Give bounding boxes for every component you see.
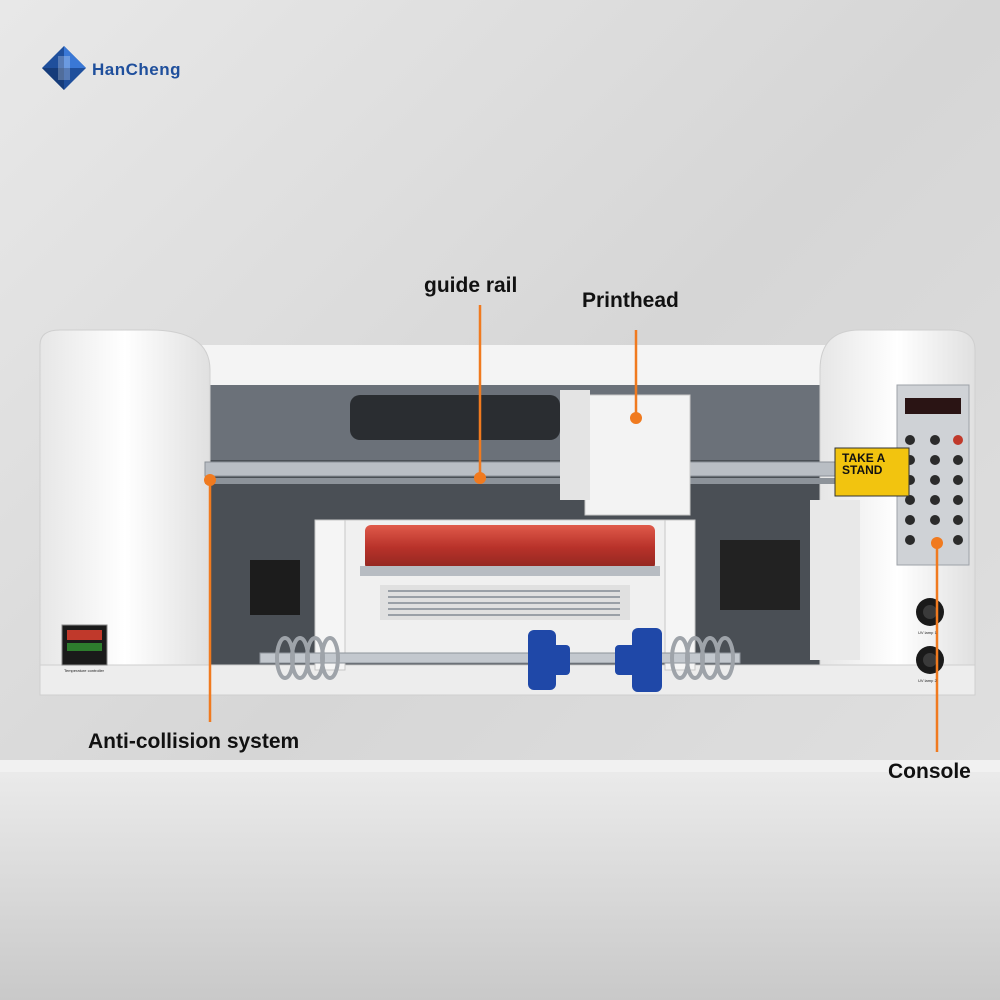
- roller-bar: [360, 566, 660, 576]
- floor: [0, 760, 1000, 1000]
- callout-dots: [204, 412, 943, 549]
- uv-lamp-2-label: UV lamp 2: [918, 678, 937, 683]
- right-motor: [720, 540, 800, 610]
- left-spindle-knob: [528, 630, 570, 690]
- right-bracket: [664, 519, 696, 671]
- floor-highlight: [0, 760, 1000, 772]
- red-roller: [365, 525, 655, 570]
- callout-lines: [208, 305, 939, 752]
- printhead-dot: [630, 412, 642, 424]
- temperature-controller: [61, 624, 108, 666]
- console-label: Console: [888, 760, 971, 783]
- top-cover: [130, 345, 870, 385]
- guide-rail-lower: [205, 478, 835, 484]
- uv-lamp-dial-2: [916, 646, 944, 674]
- guide-rail: [204, 461, 836, 477]
- sticker-text: TAKE A STAND: [842, 451, 886, 477]
- brand-logo-text: HanCheng: [92, 60, 181, 79]
- interior-window: [350, 395, 560, 440]
- uv-lamp-1-label: UV lamp 1: [918, 630, 937, 635]
- uv-lamp-dial-1: [916, 598, 944, 626]
- left-bracket: [314, 519, 346, 671]
- right-spindle-knob: [615, 628, 662, 692]
- machine-base: [39, 664, 976, 696]
- temperature-controller-label: Temperature controller: [64, 668, 105, 673]
- vent-grille: [380, 585, 630, 620]
- stepper-motor: [250, 560, 300, 615]
- anti-collision-label: Anti-collision system: [88, 730, 300, 753]
- left-housing: [39, 329, 211, 691]
- left-spring: [275, 636, 340, 680]
- brand-logo-icon: [42, 46, 86, 90]
- console-display: [905, 398, 961, 414]
- right-spring: [670, 636, 735, 680]
- printhead-side: [560, 390, 590, 500]
- guide-rail-dot: [474, 472, 486, 484]
- sticker: [834, 447, 910, 497]
- right-inner-panel: [810, 500, 860, 660]
- spindle-shaft: [259, 652, 741, 664]
- console-dot: [931, 537, 943, 549]
- guide-rail-label: guide rail: [424, 274, 518, 297]
- anti-collision-dot: [204, 474, 216, 486]
- printhead-label: Printhead: [582, 289, 679, 312]
